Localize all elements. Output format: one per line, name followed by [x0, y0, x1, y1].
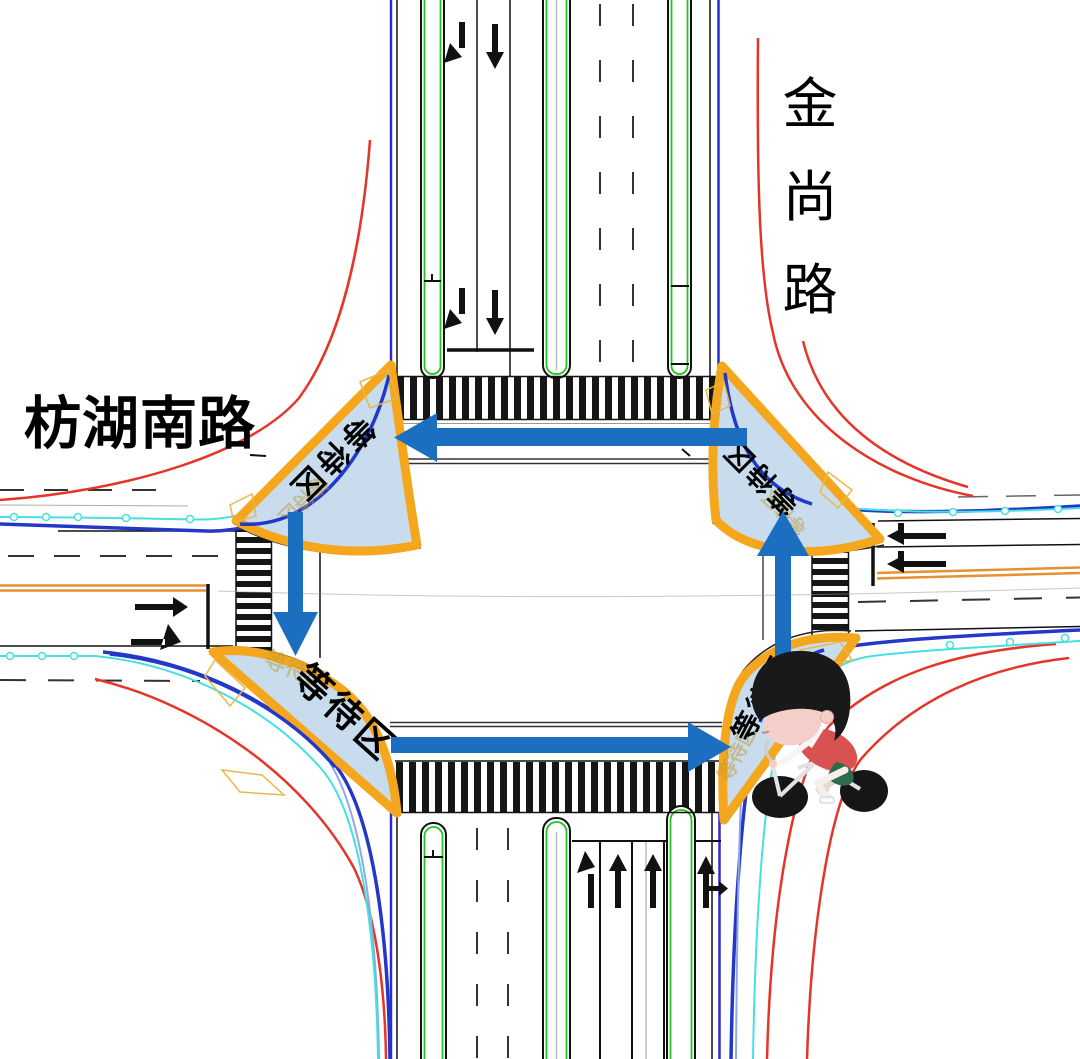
north-road-markings — [381, 0, 747, 465]
east-road-markings — [762, 494, 1080, 642]
lane-arrow-straight-right-icon — [697, 856, 728, 908]
south-road-markings — [389, 721, 722, 1059]
rider-hair — [751, 650, 851, 741]
crosswalk-south — [396, 762, 718, 812]
crosswalk-north — [397, 377, 719, 419]
median-island — [420, 822, 447, 1059]
bicycle-front-wheel — [752, 776, 808, 818]
median-island — [420, 0, 445, 379]
median-island — [666, 805, 696, 1059]
cyclist-illustration — [751, 650, 888, 818]
survey-line — [217, 587, 1080, 598]
lane-arrow-straight-icon — [644, 854, 662, 908]
lane-arrow-left-turn-icon — [577, 851, 595, 908]
lane-arrow-left-turn-icon — [887, 551, 946, 573]
lane-arrow-straight-icon — [486, 24, 504, 69]
route-arrow-west-icon — [394, 413, 747, 462]
lane-arrow-straight-icon — [135, 597, 188, 617]
road-name-north-south: 金尚路 — [782, 72, 838, 322]
route-arrow-east-icon — [391, 722, 731, 772]
west-road-markings — [0, 454, 321, 682]
lane-arrow-left-turn-icon — [887, 523, 946, 545]
waiting-area-southwest — [208, 646, 402, 818]
waiting-area-northwest — [231, 360, 422, 556]
route-arrows — [273, 413, 809, 772]
median-island — [667, 0, 692, 379]
waiting-area-labels: 等待区 等待区 等待区 等待区 等待区 等待区 等待区 等待区 — [261, 409, 812, 785]
lane-arrow-straight-icon — [486, 290, 504, 335]
route-arrow-north-icon — [757, 511, 809, 665]
lane-arrow-left-turn-icon — [444, 22, 465, 63]
corner-curves — [0, 37, 1080, 1059]
bicycle-handlebar — [764, 741, 774, 763]
bike-path-markings — [204, 368, 854, 796]
waiting-area-northeast — [708, 361, 885, 557]
lane-arrow-left-turn-icon — [131, 624, 181, 650]
lane-arrow-left-turn-icon — [444, 288, 465, 329]
road-name-west: 枋湖南路 — [24, 391, 256, 457]
route-arrow-south-icon — [273, 512, 318, 656]
lane-arrow-straight-icon — [609, 854, 627, 908]
crosswalk-west — [236, 529, 272, 653]
lane-direction-arrows — [131, 22, 946, 908]
